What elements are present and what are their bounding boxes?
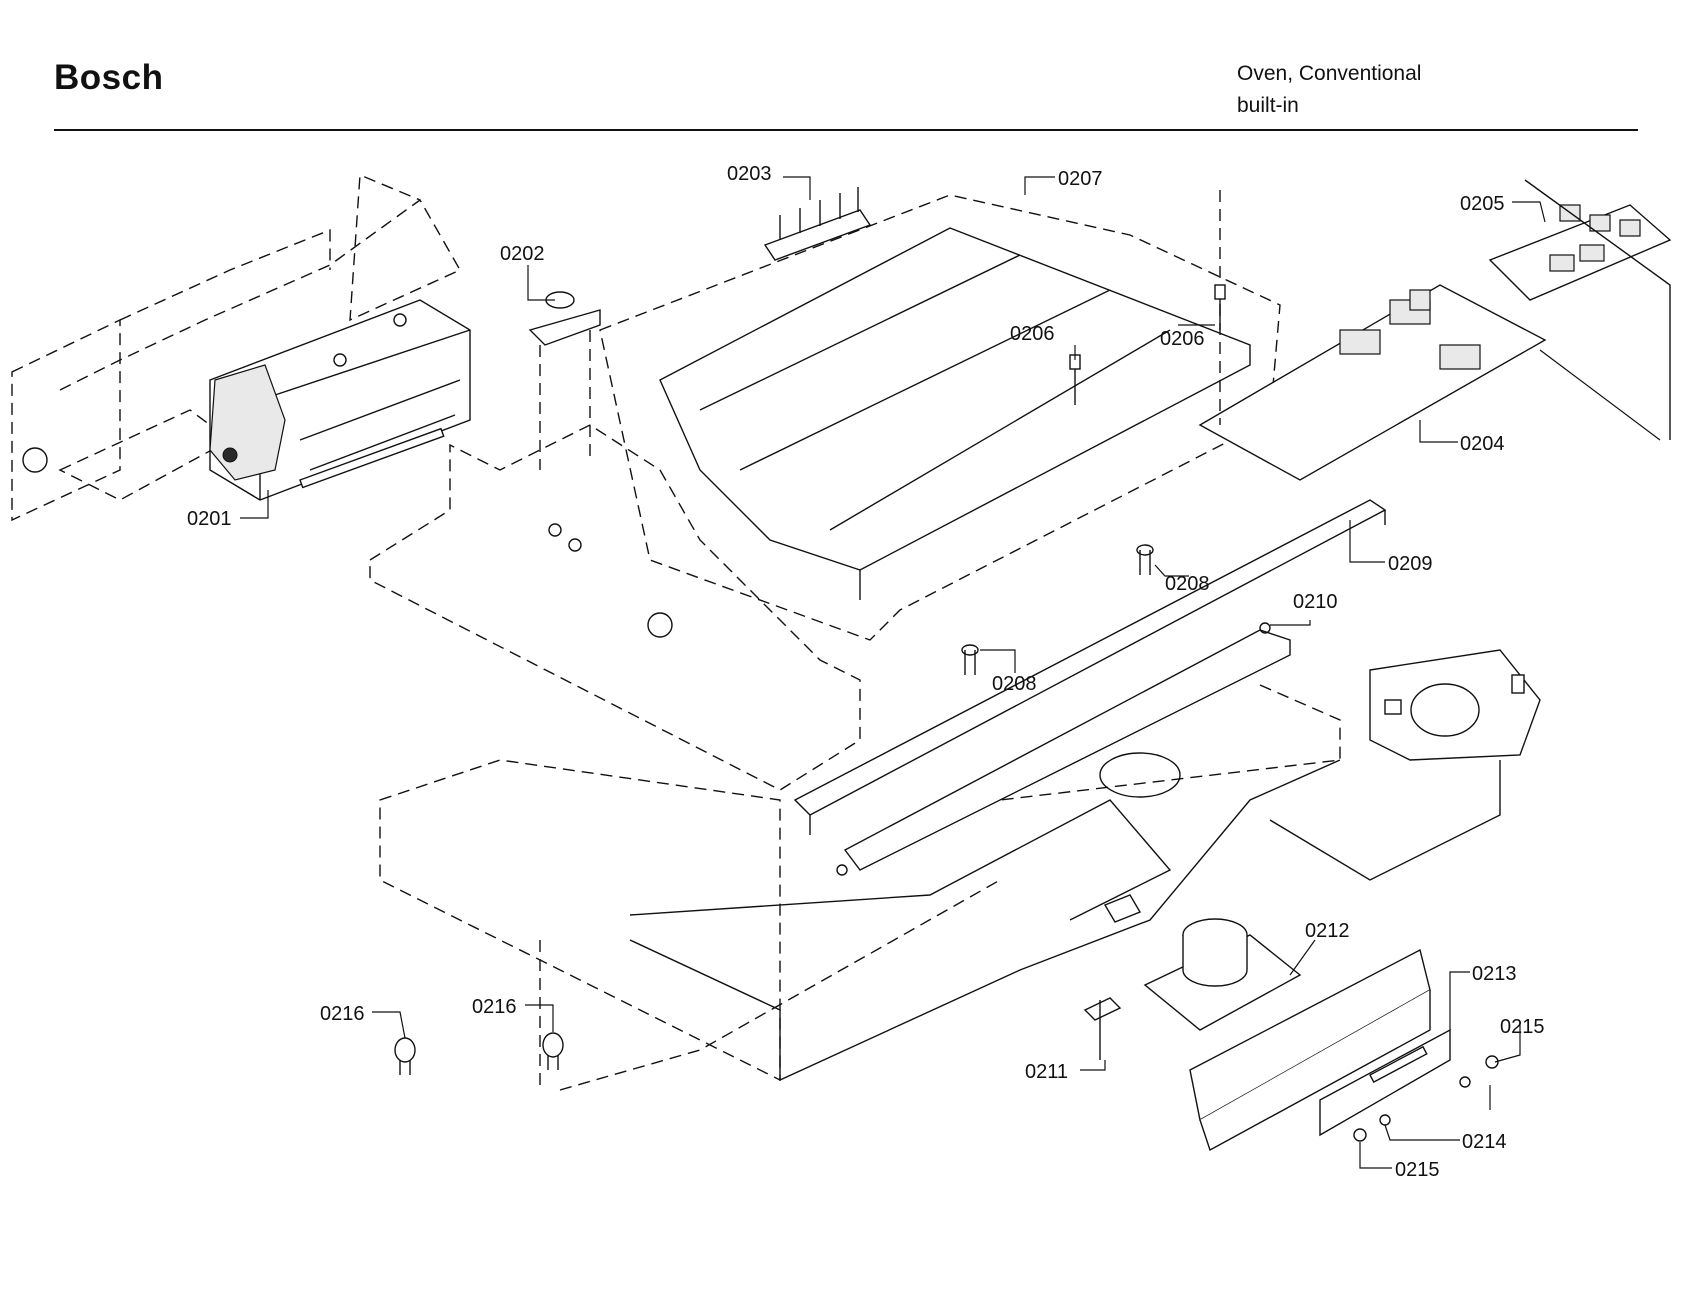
- label-0204[interactable]: 0204: [1460, 433, 1505, 455]
- screw-0215-right[interactable]: [1485, 1055, 1499, 1069]
- label-0205[interactable]: 0205: [1460, 193, 1505, 215]
- heat-shield-plate: [659, 227, 1251, 600]
- product-installation: built-in: [1237, 94, 1299, 117]
- label-0208-lower[interactable]: 0208: [992, 673, 1037, 695]
- clip-0216-left[interactable]: [394, 1037, 416, 1075]
- lock-plate-0214[interactable]: [1319, 1028, 1451, 1137]
- clip-0216-right[interactable]: [542, 1032, 564, 1070]
- thermal-fuse-0211[interactable]: [1083, 997, 1122, 1060]
- label-0215-right[interactable]: 0215: [1500, 1016, 1545, 1038]
- brand-title: Bosch: [54, 58, 164, 97]
- front-rail-0209[interactable]: [793, 499, 1387, 835]
- product-type: Oven, Conventional: [1237, 62, 1422, 85]
- front-bar-0210[interactable]: [836, 622, 1291, 876]
- label-0202[interactable]: 0202: [500, 243, 545, 265]
- label-0209[interactable]: 0209: [1388, 553, 1433, 575]
- label-0210[interactable]: 0210: [1293, 591, 1338, 613]
- label-0208-upper[interactable]: 0208: [1165, 573, 1210, 595]
- screw-0215-lower[interactable]: [1353, 1128, 1367, 1142]
- header-divider: [54, 129, 1638, 131]
- label-0216-left[interactable]: 0216: [320, 1003, 365, 1025]
- label-0216-right[interactable]: 0216: [472, 996, 517, 1018]
- standoff-0208-upper[interactable]: [1136, 544, 1154, 575]
- label-0203[interactable]: 0203: [727, 163, 772, 185]
- label-0212[interactable]: 0212: [1305, 920, 1350, 942]
- convection-motor-assembly-0201[interactable]: [209, 299, 471, 501]
- standoff-0208-lower[interactable]: [961, 644, 979, 675]
- label-0206-center[interactable]: 0206: [1010, 323, 1055, 345]
- screw-0206-right[interactable]: [1214, 284, 1226, 330]
- door-lock-bracket-0213[interactable]: [1189, 948, 1431, 1152]
- relay-board-0205[interactable]: [1488, 179, 1672, 440]
- leader-lines: [240, 176, 1546, 1169]
- oven-bottom-plate: [379, 684, 1341, 1091]
- label-0201[interactable]: 0201: [187, 508, 232, 530]
- right-panel-cover: [1269, 649, 1541, 881]
- part-labels: 0201 0202 0203 0204 0205 0206 0206 0207 …: [187, 163, 1545, 1181]
- label-0215-lower[interactable]: 0215: [1395, 1159, 1440, 1181]
- connector-strip-0203[interactable]: [763, 187, 872, 261]
- screw-0215-mid[interactable]: [1459, 1076, 1471, 1088]
- thermostat-0202[interactable]: [528, 291, 601, 470]
- oven-top-plate: [369, 424, 861, 791]
- label-0207[interactable]: 0207: [1058, 168, 1103, 190]
- label-0214[interactable]: 0214: [1462, 1131, 1507, 1153]
- product-description: Oven, Conventional built-in: [1237, 58, 1421, 122]
- label-0211[interactable]: 0211: [1025, 1061, 1068, 1083]
- screw-0214[interactable]: [1379, 1114, 1391, 1126]
- door-lock-motor-0212[interactable]: [1103, 894, 1302, 1031]
- label-0206-right[interactable]: 0206: [1160, 328, 1205, 350]
- label-0213[interactable]: 0213: [1472, 963, 1517, 985]
